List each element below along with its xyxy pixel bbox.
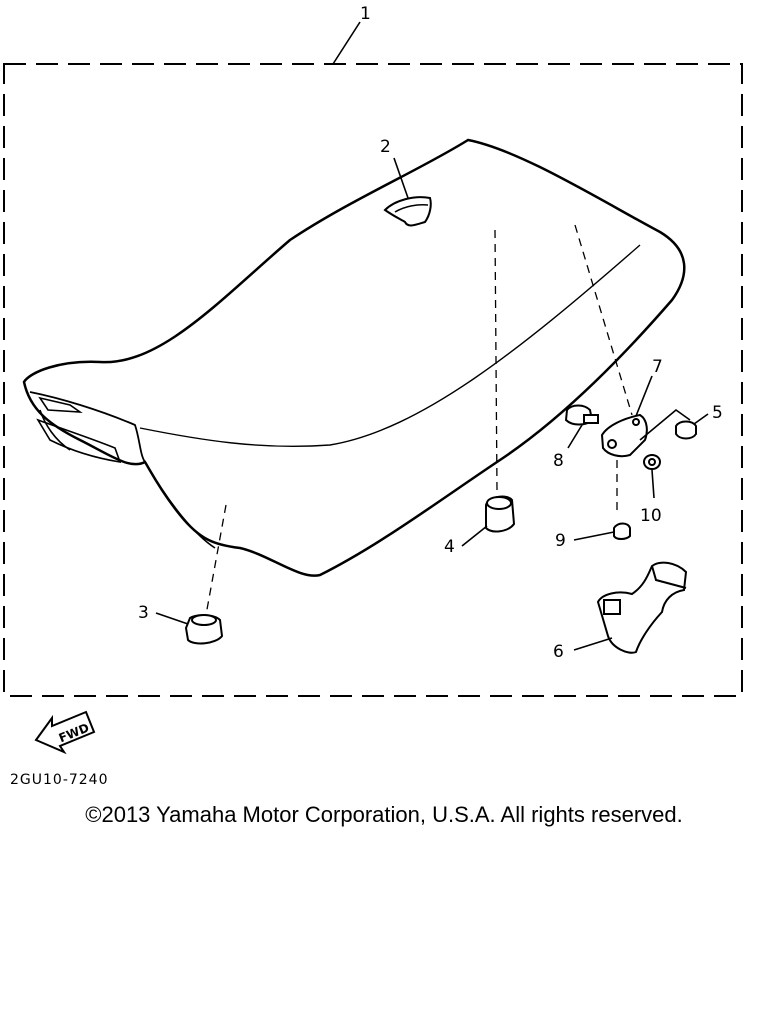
- leader-line-3: [155, 612, 189, 625]
- leader-line-10: [651, 469, 655, 499]
- callout-4: 4: [444, 537, 455, 557]
- damper-3: [184, 614, 224, 645]
- seat-outline: [22, 138, 686, 577]
- assembly-boundary: [3, 63, 743, 697]
- drawing-code: 2GU10-7240: [10, 772, 109, 788]
- leader-line-9: [573, 531, 615, 541]
- leader-line-5: [639, 408, 709, 441]
- leader-line-2: [393, 157, 409, 199]
- callout-1: 1: [360, 4, 371, 24]
- seat-front-pan: [29, 391, 146, 463]
- seat-assembly: [22, 138, 686, 616]
- callout-9: 9: [555, 531, 566, 551]
- seat-piping-line: [139, 244, 641, 447]
- callout-5: 5: [712, 403, 723, 423]
- leader-line-8: [567, 424, 583, 449]
- bracket-7: [600, 413, 648, 458]
- nut-5: [675, 420, 697, 440]
- callout-6: 6: [553, 642, 564, 662]
- fwd-arrow-icon: FWD: [34, 710, 96, 755]
- leader-line-1: [332, 21, 361, 65]
- callout-2: 2: [380, 137, 391, 157]
- callout-10: 10: [640, 506, 662, 526]
- seat-exploded-diagram: 1 3 4 2 7: [3, 4, 743, 755]
- washer-10: [643, 454, 661, 470]
- damper-4: [485, 495, 516, 533]
- bolt-8: [564, 404, 599, 426]
- leader-line-7: [635, 375, 653, 417]
- leader-line-6: [573, 637, 613, 651]
- callout-8: 8: [553, 451, 564, 471]
- callout-3: 3: [138, 603, 149, 623]
- collar-9: [613, 522, 631, 540]
- leader-line-4: [461, 525, 488, 547]
- lock-bracket-6: [596, 561, 688, 654]
- copyright-notice: ©2013 Yamaha Motor Corporation, U.S.A. A…: [85, 802, 683, 827]
- callout-7: 7: [652, 357, 663, 377]
